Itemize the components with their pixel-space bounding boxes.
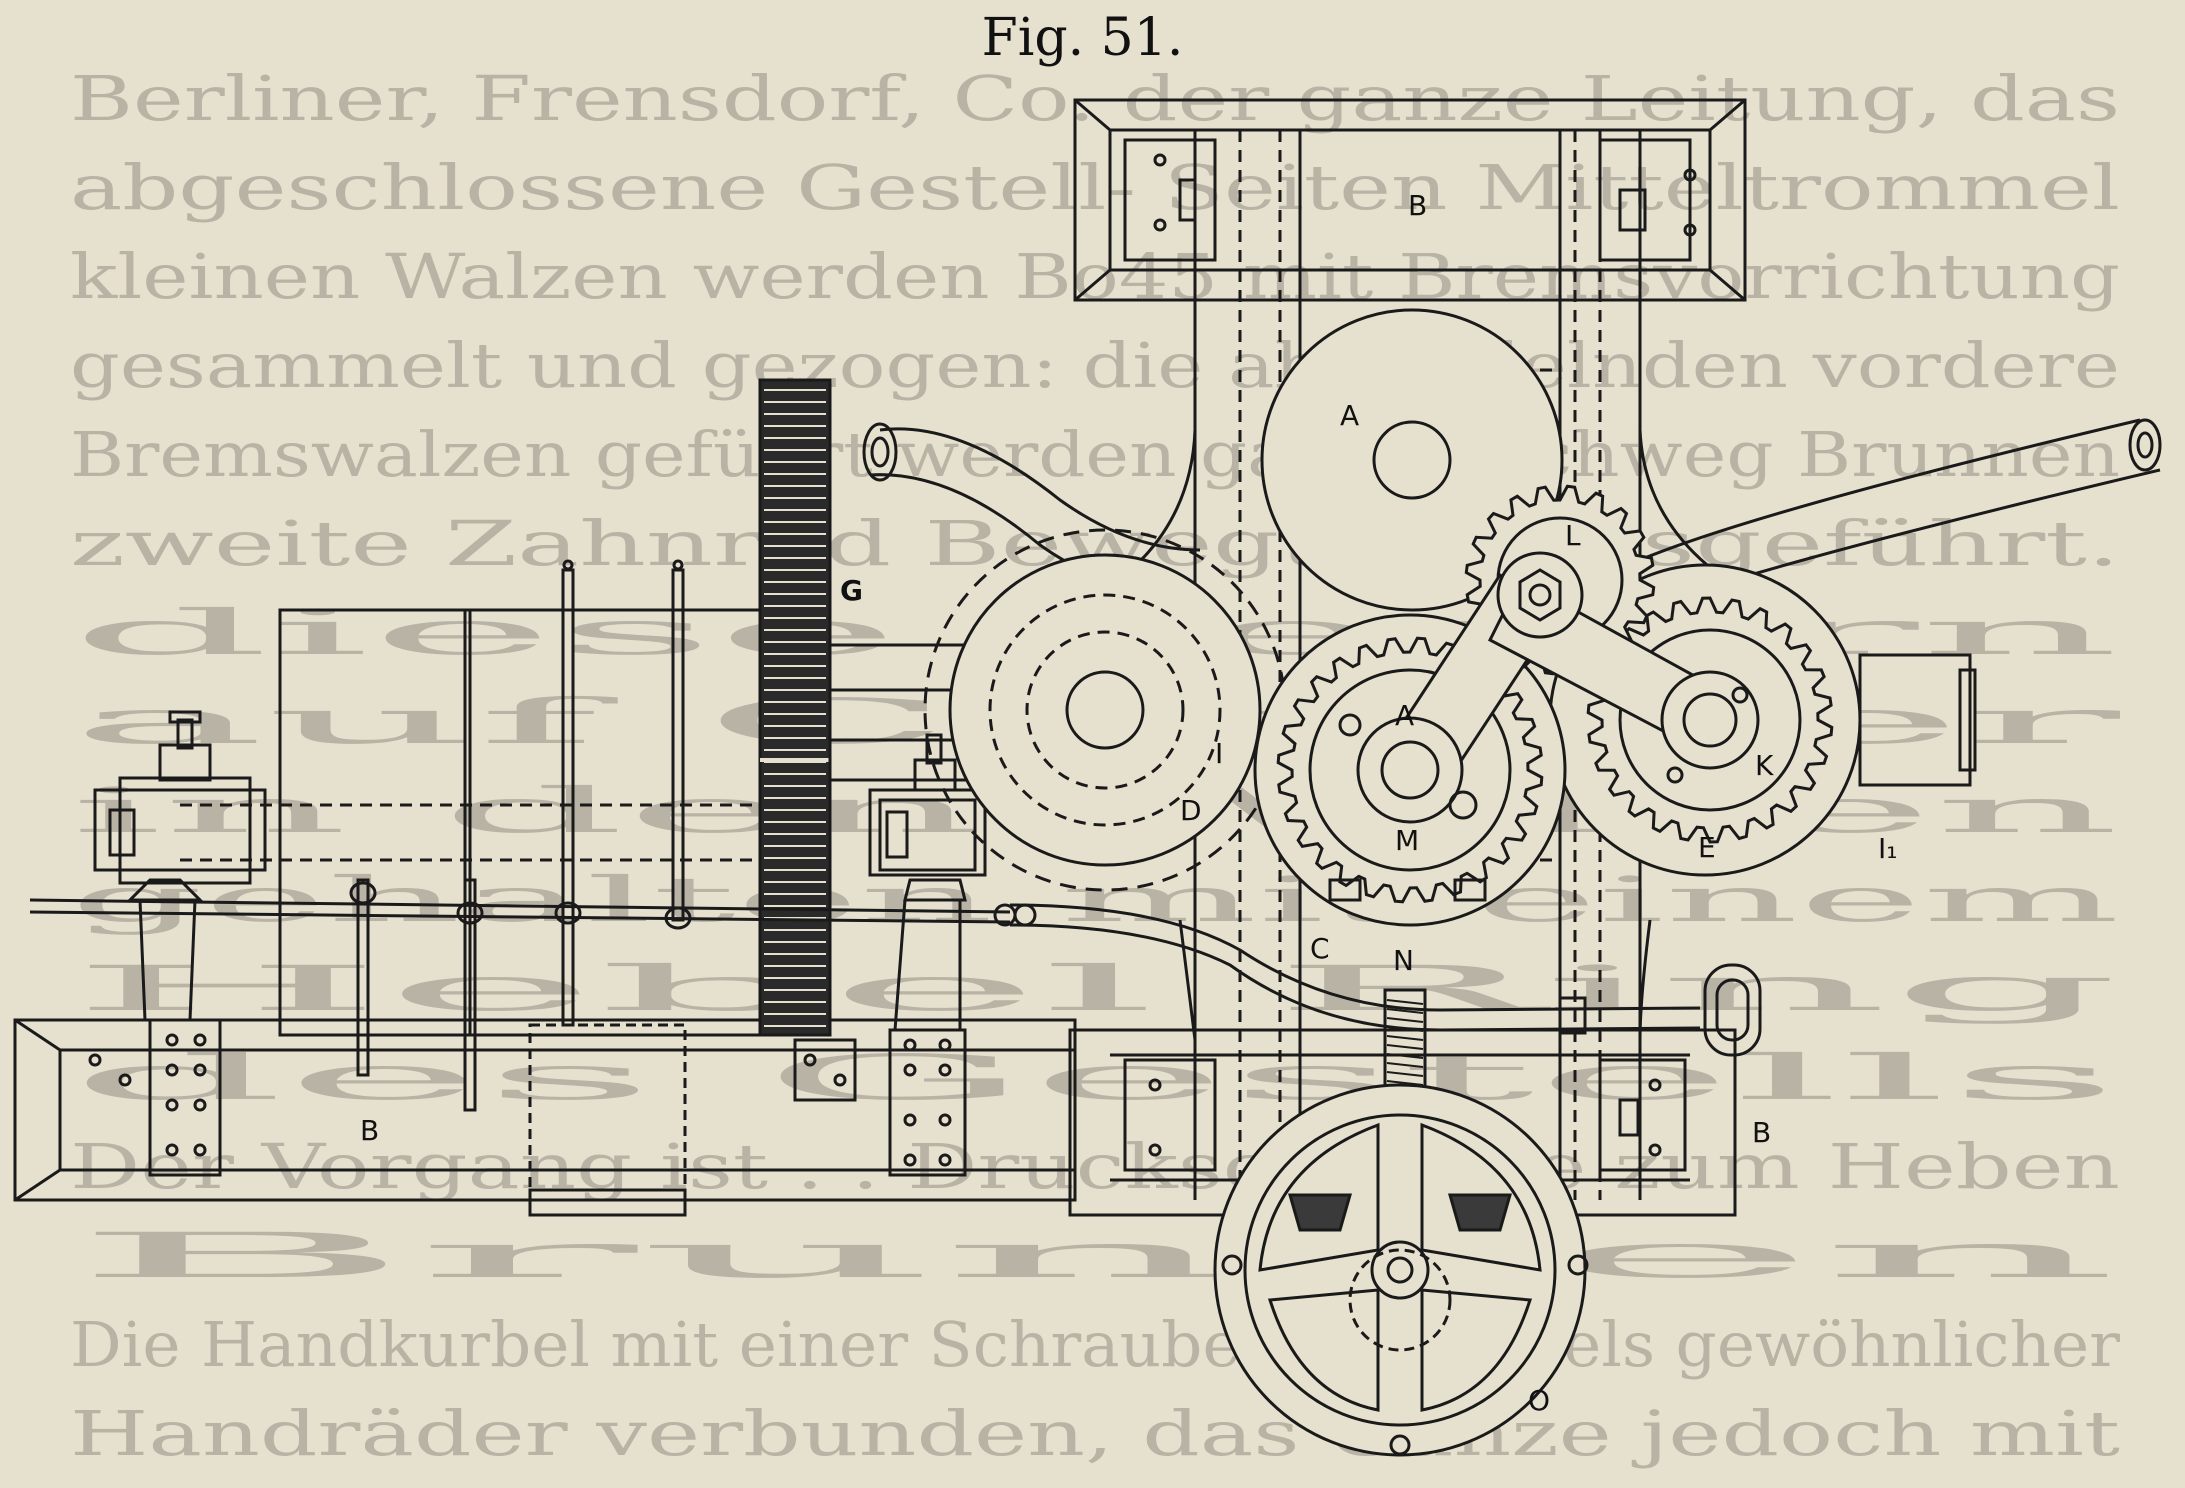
base-frame-left xyxy=(13,1018,1077,1217)
label-I: I xyxy=(1215,737,1223,770)
vertical-rods xyxy=(349,559,692,1112)
letter-labels: B A A B B C D E G I I₁ K L M N O xyxy=(360,189,1897,1417)
label-A-mid: A xyxy=(1395,699,1414,732)
label-K: K xyxy=(1755,749,1774,782)
caption-text: Fig. 51. xyxy=(981,8,1184,68)
bleed-through-line: Bremswalzen geführt werden ganz durchweg… xyxy=(70,418,2120,491)
bleed-through-line: gesammelt und gezogen: die abhandelnden … xyxy=(70,329,2120,402)
handwheel-O xyxy=(1213,1083,1589,1457)
left-bearing xyxy=(88,710,267,1177)
roller-D-left xyxy=(923,528,1287,892)
label-E: E xyxy=(1698,831,1716,864)
crank-arms xyxy=(1338,551,1760,824)
label-L: L xyxy=(1565,519,1581,552)
label-A-top: A xyxy=(1340,399,1359,432)
bleed-through-line: abgeschlossene Gestell- Seiten Mitteltro… xyxy=(70,151,2120,224)
lever-rod xyxy=(29,898,1762,1057)
figure-caption: Fig. 51. xyxy=(0,8,2185,78)
label-M: M xyxy=(1395,824,1419,857)
label-C: C xyxy=(1310,932,1330,965)
label-B-top: B xyxy=(1408,189,1427,222)
bleed-through-line: Brunnen xyxy=(70,1219,2120,1292)
label-B-right: B xyxy=(1752,1116,1771,1149)
bleed-through-line: Der Vorgang ist . . Druckschraube zum He… xyxy=(70,1130,2120,1203)
bleed-through-line: Hebel Ring xyxy=(70,952,2120,1025)
label-I1: I₁ xyxy=(1878,832,1897,865)
label-N: N xyxy=(1393,944,1414,977)
bleed-through-line: Handräder verbunden, das Ganze jedoch mi… xyxy=(70,1397,2120,1470)
bleed-through-line: des Gestells xyxy=(70,1041,2120,1114)
label-D: D xyxy=(1180,794,1202,827)
bleed-through-line: gehalten mit einem xyxy=(70,863,2120,936)
gear-wheel-G xyxy=(758,378,832,1037)
label-O: O xyxy=(1528,1384,1550,1417)
roller-A-top xyxy=(1260,308,1564,612)
label-G: G xyxy=(840,574,863,607)
label-B-left: B xyxy=(360,1114,379,1147)
middle-bearing xyxy=(793,733,987,1177)
bleed-through-line: Die Handkurbel mit einer Schraube wird m… xyxy=(70,1308,2120,1381)
